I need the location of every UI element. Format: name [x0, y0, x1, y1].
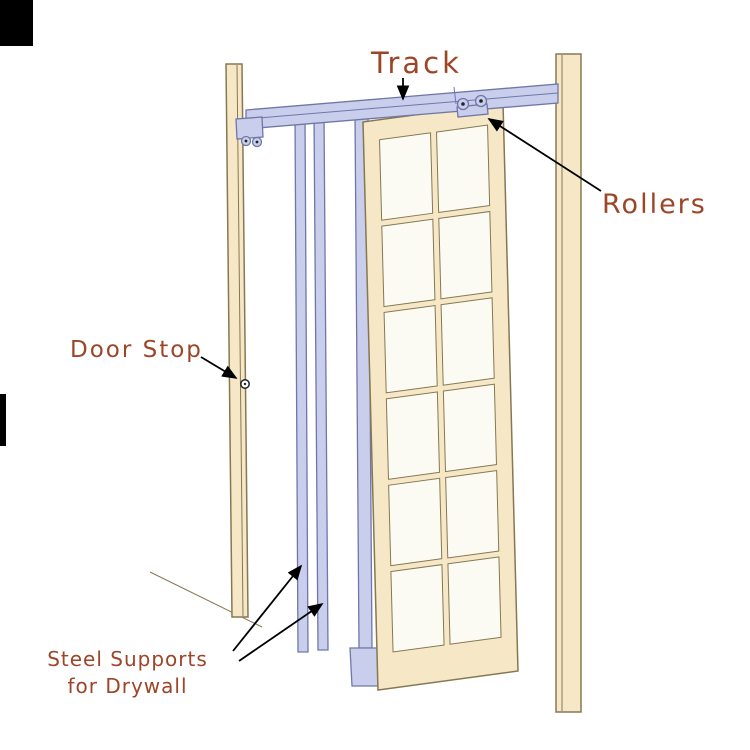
- bracket-wheel-axle: [244, 139, 248, 143]
- door-pane: [442, 383, 497, 473]
- track-label: Track: [371, 46, 462, 80]
- left-stud-edge: [236, 64, 244, 617]
- bracket-wheel-axle: [255, 140, 259, 144]
- door-pane: [447, 556, 502, 645]
- door-pane: [381, 218, 436, 308]
- door-pane: [436, 124, 491, 214]
- crop-artifact-left-edge: [0, 394, 6, 446]
- door-pane: [445, 470, 500, 559]
- track-bracket: [235, 116, 264, 140]
- door-pane: [385, 391, 440, 480]
- rollers-label: Rollers: [602, 189, 707, 220]
- steel-supports-arrow-1: [232, 564, 303, 652]
- door-pane: [388, 477, 443, 567]
- rollers-arrow: [487, 118, 602, 192]
- door-stop-center: [243, 382, 247, 386]
- track-joint: [453, 86, 457, 105]
- crop-artifact-top-left: [0, 0, 33, 46]
- door-pane: [440, 297, 495, 386]
- pocket-door: [362, 102, 519, 691]
- right-stud: [555, 53, 582, 713]
- floor-line: [149, 571, 263, 628]
- door-stop-label: Door Stop: [70, 337, 203, 363]
- door-stop-arrow: [200, 356, 238, 379]
- steel-supports-label-line1: Steel Supports: [47, 647, 208, 671]
- steel-supports-arrow-2: [238, 602, 324, 662]
- roller-axle: [479, 99, 483, 103]
- roller-axle: [461, 102, 465, 106]
- steel-support-3-foot: [349, 647, 381, 687]
- steel-supports-label: Steel Supports for Drywall: [25, 646, 230, 700]
- steel-support-2: [313, 115, 329, 651]
- left-stud: [225, 63, 249, 618]
- door-pane: [383, 304, 438, 394]
- door-pane: [379, 132, 434, 221]
- track-groove: [245, 92, 559, 120]
- door-pane: [438, 210, 493, 300]
- steel-supports-label-line2: for Drywall: [67, 674, 188, 698]
- door-pane: [390, 564, 445, 653]
